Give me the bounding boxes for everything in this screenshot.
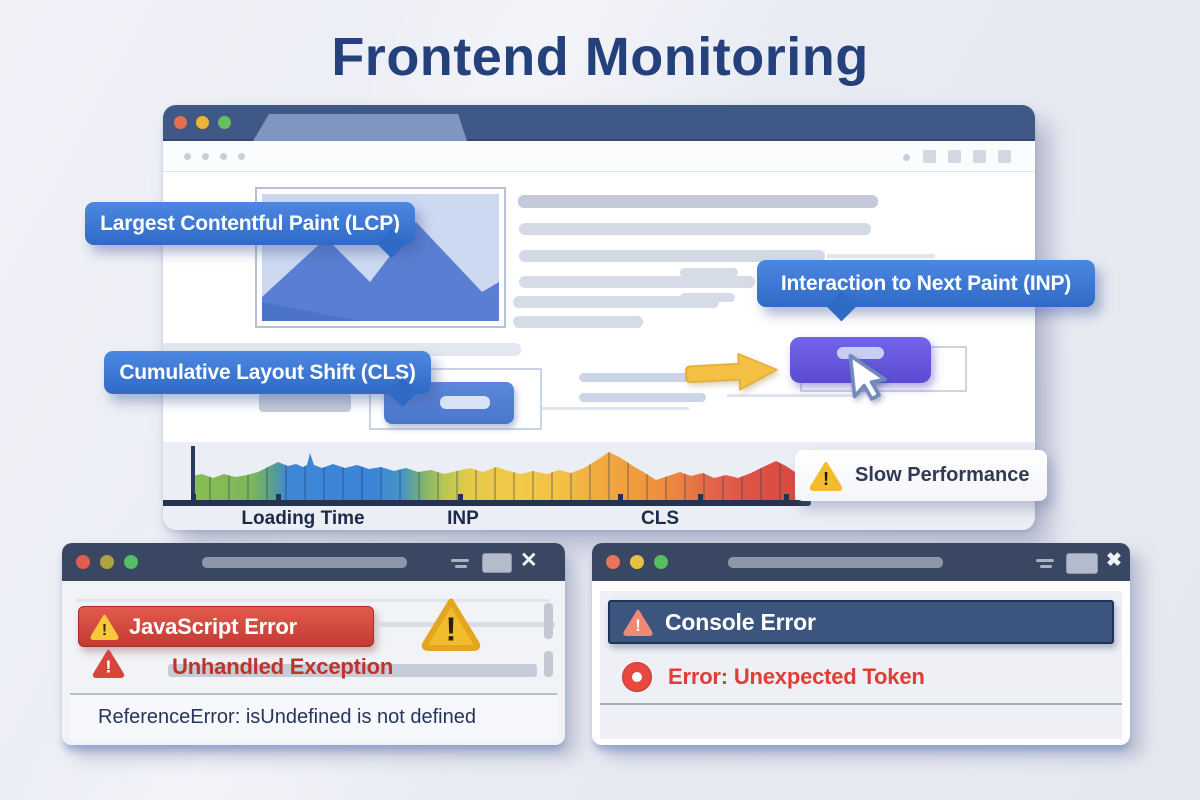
unhandled-exception-label: Unhandled Exception xyxy=(172,654,394,679)
toolbar-dot-icon[interactable] xyxy=(184,153,191,160)
mouse-cursor-icon xyxy=(848,353,887,401)
warning-triangle-icon: ! xyxy=(92,649,125,678)
titlebar-placeholder xyxy=(728,557,943,568)
window-body: ! JavaScript Error ! ! Unhandled Excepti… xyxy=(62,581,565,745)
maximize-button[interactable] xyxy=(482,553,512,573)
traffic-light-yellow-icon[interactable] xyxy=(100,555,114,569)
slow-performance-label: Slow Performance xyxy=(855,464,1030,486)
titlebar-placeholder xyxy=(202,557,407,568)
cls-callout-label: Cumulative Layout Shift (CLS) xyxy=(119,360,416,384)
axis-label: Loading Time xyxy=(241,508,365,529)
error-circle-icon xyxy=(622,662,652,692)
browser-toolbar xyxy=(163,141,1035,172)
divider-line xyxy=(600,703,1122,705)
text-line-placeholder xyxy=(519,223,871,235)
toolbar-dot-icon[interactable] xyxy=(903,154,910,161)
text-line-placeholder xyxy=(579,373,691,382)
toolbar-dot-icon[interactable] xyxy=(220,153,227,160)
toolbar-dot-icon[interactable] xyxy=(202,153,209,160)
timeline-axis xyxy=(163,500,811,506)
lcp-callout-label: Largest Contentful Paint (LCP) xyxy=(100,211,400,235)
svg-text:!: ! xyxy=(446,611,457,648)
yellow-arrow-icon xyxy=(685,352,778,391)
toolbar-button-icon[interactable] xyxy=(923,150,936,163)
warning-triangle-icon: ! xyxy=(421,598,481,651)
close-button[interactable]: ✖ xyxy=(1106,550,1122,571)
toolbar-button-icon[interactable] xyxy=(948,150,961,163)
text-line-placeholder xyxy=(680,268,738,277)
reference-error-message: ReferenceError: isUndefined is not defin… xyxy=(98,705,476,728)
timeline-axis-labels: Loading Time INP CLS xyxy=(163,506,1035,530)
inp-callout-label: Interaction to Next Paint (INP) xyxy=(780,271,1072,295)
text-line-placeholder xyxy=(513,296,719,308)
warning-triangle-icon: ! xyxy=(90,614,119,640)
chart-start-marker xyxy=(191,446,195,500)
inp-callout: Interaction to Next Paint (INP) xyxy=(757,260,1095,322)
minimize-button[interactable] xyxy=(1036,559,1054,568)
scrollbar-thumb[interactable] xyxy=(544,603,553,639)
text-line-placeholder xyxy=(519,250,825,262)
axis-label: INP xyxy=(447,508,479,529)
slow-performance-badge: ! Slow Performance xyxy=(795,450,1047,501)
warning-triangle-icon: ! xyxy=(623,609,653,636)
scrollbar-thumb[interactable] xyxy=(544,651,553,677)
console-error-banner: ! Console Error xyxy=(608,600,1114,644)
traffic-light-red-icon[interactable] xyxy=(606,555,620,569)
text-line-placeholder xyxy=(513,316,643,328)
svg-text:!: ! xyxy=(635,616,641,634)
timeline-tick xyxy=(458,494,463,501)
browser-tab[interactable] xyxy=(253,114,467,141)
divider-line xyxy=(76,599,550,602)
window-titlebar: ✕ xyxy=(62,543,565,581)
console-error-banner-label: Console Error xyxy=(665,608,816,635)
close-button[interactable]: ✕ xyxy=(520,549,538,572)
axis-label: CLS xyxy=(641,508,679,529)
traffic-light-green-icon[interactable] xyxy=(218,116,231,129)
traffic-light-green-icon[interactable] xyxy=(654,555,668,569)
window-titlebar: ✖ xyxy=(592,543,1130,581)
svg-text:!: ! xyxy=(823,468,829,489)
divider-line xyxy=(397,407,689,410)
js-error-banner-label: JavaScript Error xyxy=(129,613,297,639)
js-error-banner: ! JavaScript Error xyxy=(78,606,374,647)
lcp-callout: Largest Contentful Paint (LCP) xyxy=(85,202,415,259)
traffic-light-green-icon[interactable] xyxy=(124,555,138,569)
traffic-light-red-icon[interactable] xyxy=(174,116,187,129)
text-line-placeholder xyxy=(680,293,735,302)
error-message-row: ReferenceError: isUndefined is not defin… xyxy=(70,695,557,739)
toolbar-button-icon[interactable] xyxy=(998,150,1011,163)
timeline-tick xyxy=(618,494,623,501)
toolbar-dot-icon[interactable] xyxy=(238,153,245,160)
svg-text:!: ! xyxy=(102,621,107,638)
console-error-window: ✖ ! Console Error Error: Unexpected Toke… xyxy=(592,543,1130,745)
traffic-light-yellow-icon[interactable] xyxy=(630,555,644,569)
divider-line xyxy=(727,394,855,397)
text-line-placeholder xyxy=(519,276,755,288)
minimize-button[interactable] xyxy=(451,559,469,568)
window-body: ! Console Error Error: Unexpected Token xyxy=(592,581,1130,745)
button-label-placeholder xyxy=(440,396,490,409)
timeline-tick xyxy=(276,494,281,501)
toolbar-button-icon[interactable] xyxy=(973,150,986,163)
performance-timeline-chart xyxy=(191,452,795,500)
cls-ghost-placeholder xyxy=(259,393,351,412)
browser-titlebar xyxy=(163,105,1035,141)
unexpected-token-message: Error: Unexpected Token xyxy=(668,664,925,689)
timeline-tick xyxy=(784,494,789,501)
divider-line xyxy=(70,693,557,695)
timeline-tick xyxy=(191,494,196,501)
timeline-tick xyxy=(698,494,703,501)
maximize-button[interactable] xyxy=(1066,553,1098,574)
text-line-placeholder xyxy=(518,195,878,208)
svg-text:!: ! xyxy=(106,656,112,676)
text-line-placeholder xyxy=(168,664,537,677)
traffic-light-yellow-icon[interactable] xyxy=(196,116,209,129)
traffic-light-red-icon[interactable] xyxy=(76,555,90,569)
text-line-placeholder xyxy=(827,254,935,258)
page-title: Frontend Monitoring xyxy=(331,27,869,87)
warning-triangle-icon: ! xyxy=(809,461,843,491)
js-error-window: ✕ ! JavaScript Error ! ! Unhandled Excep xyxy=(62,543,565,745)
text-line-placeholder xyxy=(579,393,706,402)
cls-callout: Cumulative Layout Shift (CLS) xyxy=(104,351,431,408)
